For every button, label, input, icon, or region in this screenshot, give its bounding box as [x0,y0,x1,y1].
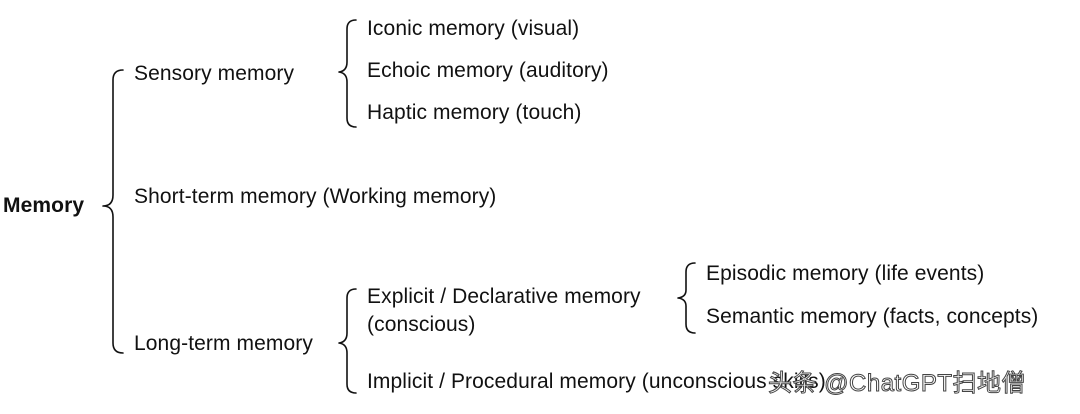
semantic-memory-label: Semantic memory (facts, concepts) [706,305,1039,328]
haptic-memory-label: Haptic memory (touch) [367,101,582,124]
main-brace [102,69,124,354]
explicit-memory-sublabel: (conscious) [367,313,476,336]
explicit-memory-label: Explicit / Declarative memory [367,285,641,308]
long-term-memory-label: Long-term memory [134,332,313,355]
short-term-memory-label: Short-term memory (Working memory) [134,185,497,208]
iconic-memory-label: Iconic memory (visual) [367,17,580,40]
watermark: 头条 @ChatGPT扫地僧 [767,370,1027,398]
sensory-brace [338,19,357,128]
episodic-memory-label: Episodic memory (life events) [706,262,985,285]
sensory-memory-label: Sensory memory [134,62,295,85]
explicit-brace [677,262,696,334]
echoic-memory-label: Echoic memory (auditory) [367,59,609,82]
long-term-brace [338,288,357,394]
implicit-memory-label: Implicit / Procedural memory (unconsciou… [367,370,826,393]
memory-root-label: Memory [3,194,85,217]
